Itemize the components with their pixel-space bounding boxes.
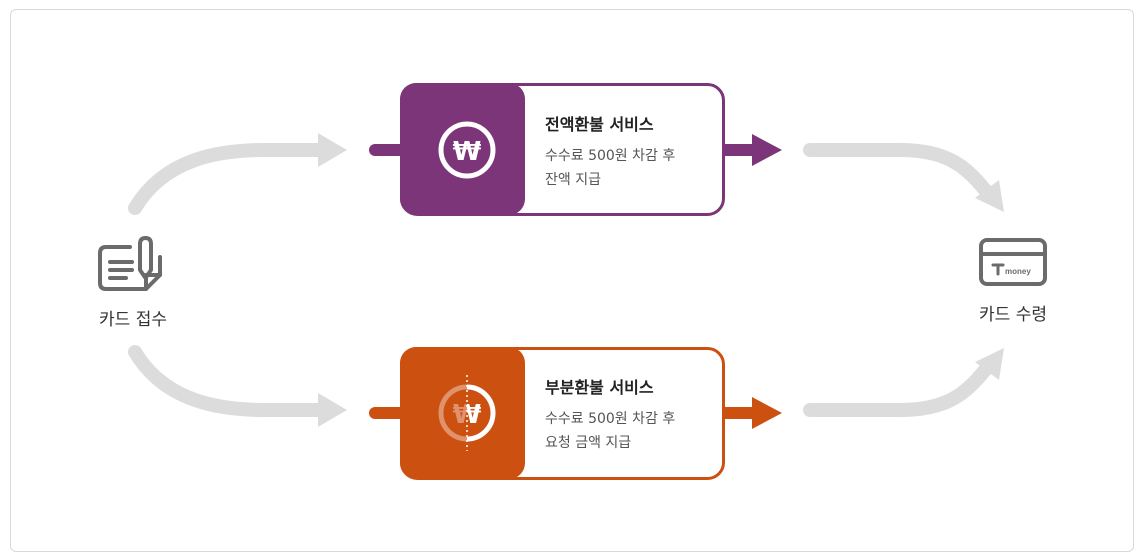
full-refund-desc-line1: 수수료 500원 차감 후 [545,148,676,164]
connector-arrowheads [318,133,1004,427]
partial-refund-desc-line1: 수수료 500원 차감 후 [545,411,676,427]
partial-refund-desc-line2: 요청 금액 지급 [545,435,632,451]
card-application-form-icon [98,236,162,291]
tmoney-card-icon: money [979,238,1047,286]
arrowhead-to-full [318,133,347,167]
svg-text:₩: ₩ [453,400,482,430]
svg-text:₩: ₩ [453,400,482,430]
arrowhead-to-partial [318,393,347,427]
partial-refund-exit-arrowhead [752,397,782,429]
full-refund-title: 전액환불 서비스 [545,115,654,134]
full-refund-exit-arrowhead [752,134,782,166]
full-refund-desc-line2: 잔액 지급 [545,172,601,188]
arrowhead-full-to-end [975,180,1004,212]
start-node-label: 카드 접수 [99,310,167,330]
connector-start-to-partial [128,345,325,417]
half-won-coin-icon: ₩ ₩ [438,375,496,451]
won-coin-icon: ₩ [438,121,496,179]
partial-refund-title: 부분환불 서비스 [545,378,654,397]
svg-text:₩: ₩ [453,137,482,167]
connector-partial-to-end [803,363,992,417]
arrowhead-partial-to-end [975,348,1004,380]
connector-start-to-full [128,143,325,215]
full-refund-service-box: ₩ [369,83,782,216]
connector-full-to-end [803,143,992,197]
connectors [128,143,992,417]
partial-refund-service-box: ₩ ₩ [369,347,782,480]
card-logo-text: money [1005,267,1031,276]
end-node-label: 카드 수령 [979,305,1047,325]
